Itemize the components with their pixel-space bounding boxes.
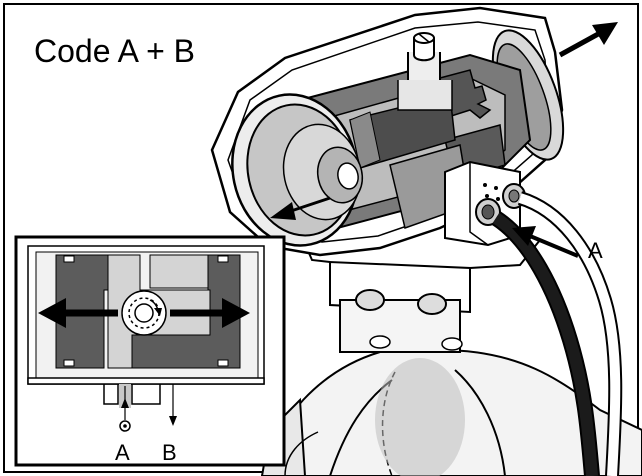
- top-shaft: [397, 32, 453, 111]
- title-label: Code A + B: [34, 33, 195, 69]
- left-end-cap: [231, 93, 364, 247]
- air-tubes: [491, 191, 623, 476]
- piston-arrow-left: [270, 196, 331, 220]
- air-inlet-arrow-a: [512, 226, 579, 258]
- piston-arrow-right: [558, 22, 618, 58]
- inset-port-b-label: B: [162, 440, 177, 465]
- port-a-label: A: [588, 238, 603, 263]
- valve-body: [260, 348, 642, 476]
- mounting-bracket: [299, 231, 541, 353]
- inset-port-a-label: A: [115, 440, 130, 465]
- inset-cross-section: A B: [14, 235, 286, 467]
